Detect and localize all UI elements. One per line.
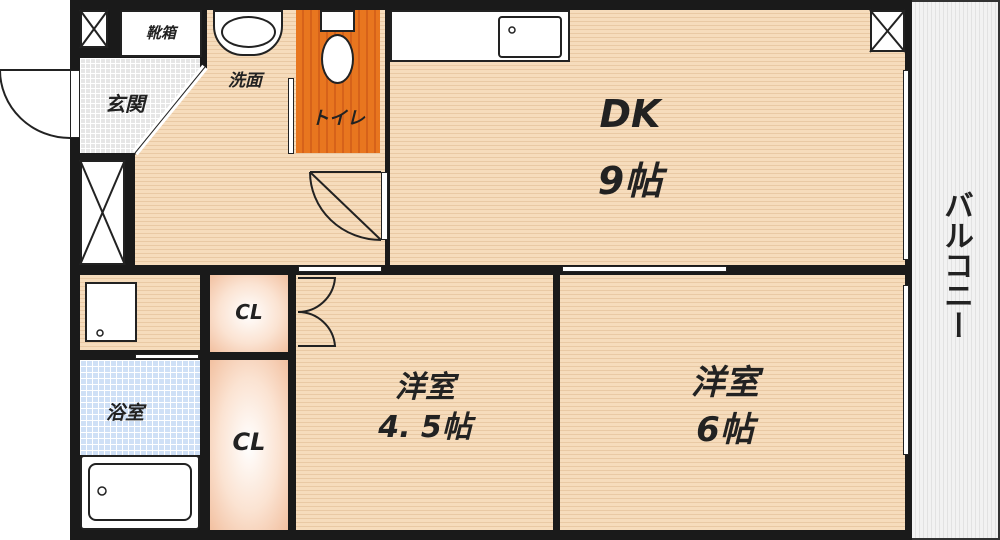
western-room-1-size: 4. 5帖 — [378, 410, 472, 445]
kitchen-sink — [498, 16, 562, 58]
closet-1 — [210, 275, 288, 352]
washbasin-bowl — [221, 16, 276, 48]
sliding-door-room-2[interactable] — [562, 266, 727, 272]
toilet-tank — [320, 10, 355, 32]
toilet-bowl — [321, 34, 354, 84]
window-dk[interactable] — [903, 70, 909, 260]
dk-name: DK — [599, 92, 661, 136]
closet-2 — [210, 360, 288, 530]
western-room-2-size: 6帖 — [696, 410, 754, 450]
toilet-door[interactable] — [288, 78, 294, 154]
western-room-2 — [560, 275, 905, 530]
western-room-1-name: 洋室 — [395, 370, 455, 405]
washroom-label: 洗面 — [228, 71, 262, 91]
entrance-label: 玄関 — [105, 92, 145, 116]
balcony-label: バルコニー — [938, 190, 973, 340]
western-room-1 — [296, 275, 553, 530]
bathroom-label: 浴室 — [105, 402, 144, 424]
washing-machine-pan — [85, 282, 137, 342]
shoe-box — [120, 10, 202, 57]
toilet-label: トイレ — [311, 108, 365, 129]
entrance-door[interactable] — [70, 70, 80, 138]
bathtub — [80, 455, 200, 530]
window-room-2[interactable] — [903, 285, 909, 455]
closet-2-label: CL — [232, 428, 266, 456]
shoe-box-label: 靴箱 — [145, 24, 176, 42]
dk-size: 9帖 — [597, 159, 663, 203]
bathtub-inner — [88, 463, 192, 521]
closet-1-label: CL — [235, 300, 263, 324]
dk-door[interactable] — [381, 172, 388, 240]
western-room-2-name: 洋室 — [691, 363, 759, 403]
bathroom-door[interactable] — [135, 354, 199, 359]
kitchen-counter — [390, 10, 570, 62]
bathroom — [80, 360, 200, 455]
sliding-door-room-1[interactable] — [298, 266, 382, 272]
